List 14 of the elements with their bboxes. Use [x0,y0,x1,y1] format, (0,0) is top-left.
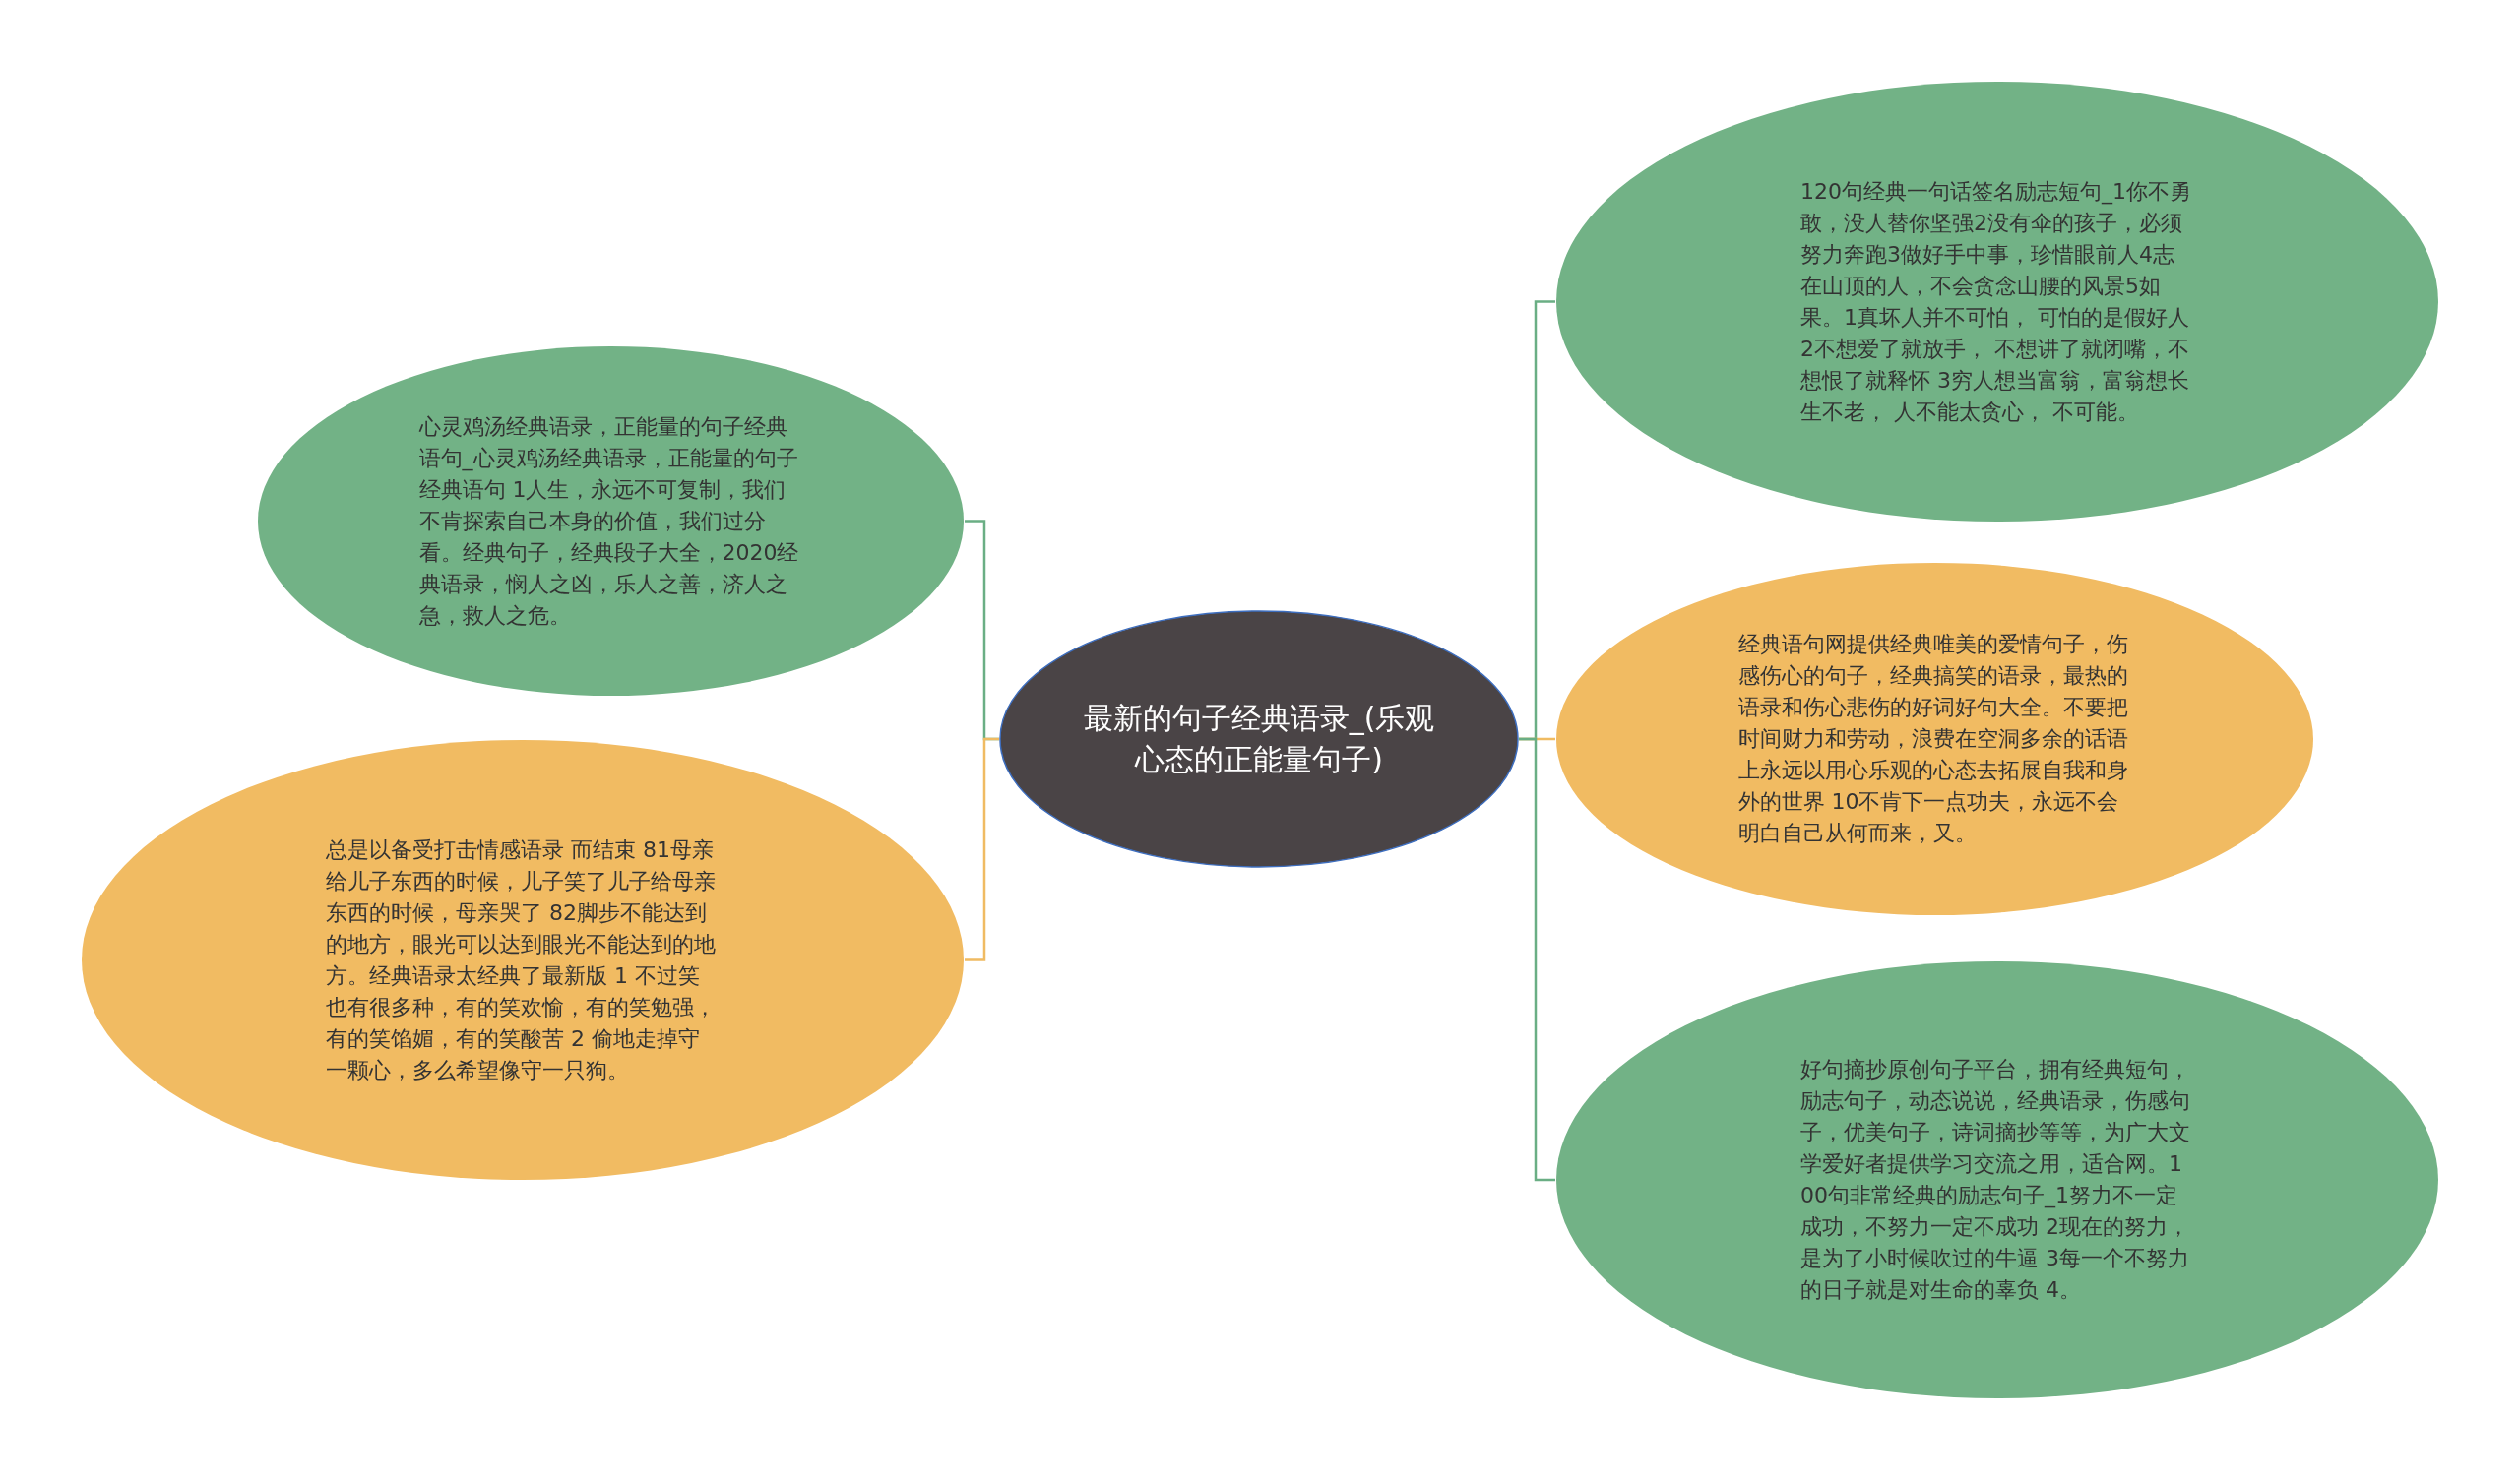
quote-text: 总是以备受打击情感语录 而结束 81母亲给儿子东西的时候，儿子笑了儿子给母亲东西的时候，母亲哭了 82脚步不能达到的地方，眼光可以达到眼光不能达到的地方。经典语录太经典了最新版 1 不过笑也有很多种，有的笑欢愉，有的笑勉强，有的笑馅媚，有的笑酸苦 2 偷地走掉守一颗心，多么希望像守一只狗。 [326,835,717,1084]
topic-ellipse [999,610,1519,868]
topic-title: 最新的句子经典语录_(乐观心态的正能量句子) [1082,700,1436,778]
subtopic-ellipse [1555,81,2439,523]
quote-text: 120句经典一句话签名励志短句_1你不勇敢，没人替你坚强2没有伞的孩子，必须努力奔跑3做好手中事，珍惜眼前人4志在山顶的人，不会贪念山腰的风景5如果。1真坏人并不可怕， 可怕的是假好人 2不想爱了就放手， 不想讲了就闭嘴，不想恨了就释怀 3穷人想当富翁，富翁想长生不老， 人不能太贪心， 不可能。 [1800,177,2192,426]
connector-line [1519,737,1555,1182]
subtopic-ellipse [1555,960,2439,1399]
subtopic-ellipse [1555,562,2314,916]
quote-text: 经典语句网提供经典唯美的爱情句子，伤感伤心的句子，经典搞笑的语录，最热的语录和伤心悲伤的好词好句大全。不要把时间财力和劳动，浪费在空洞多余的话语上永远以用心乐观的心态去拓展自我和身外的世界 10不肯下一点功夫，永远不会明白自己从何而来，又。 [1737,631,2129,847]
quote-text: 好句摘抄原创句子平台，拥有经典短句，励志句子，动态说说，经典语录，伤感句子，优美句子，诗词摘抄等等，为广大文学爱好者提供学习交流之用，适合网。100句非常经典的励志句子_1努力不一定成功，不努力一定不成功 2现在的努力，是为了小时候吹过的牛逼 3每一个不努力的日子就是对生命的辜负 4。 [1800,1056,2191,1304]
connector-line [965,737,999,961]
subtopic-ellipse [81,739,965,1181]
quote-text: 心灵鸡汤经典语录，正能量的句子经典语句_心灵鸡汤经典语录，正能量的句子经典语句 1人生，永远不可复制，我们不肯探索自己本身的价值，我们过分看。经典句子，经典段子大全，2020经典语录，悯人之凶，乐人之善，济人之急，救人之危。 [418,412,800,630]
subtopic-ellipse [257,345,965,697]
